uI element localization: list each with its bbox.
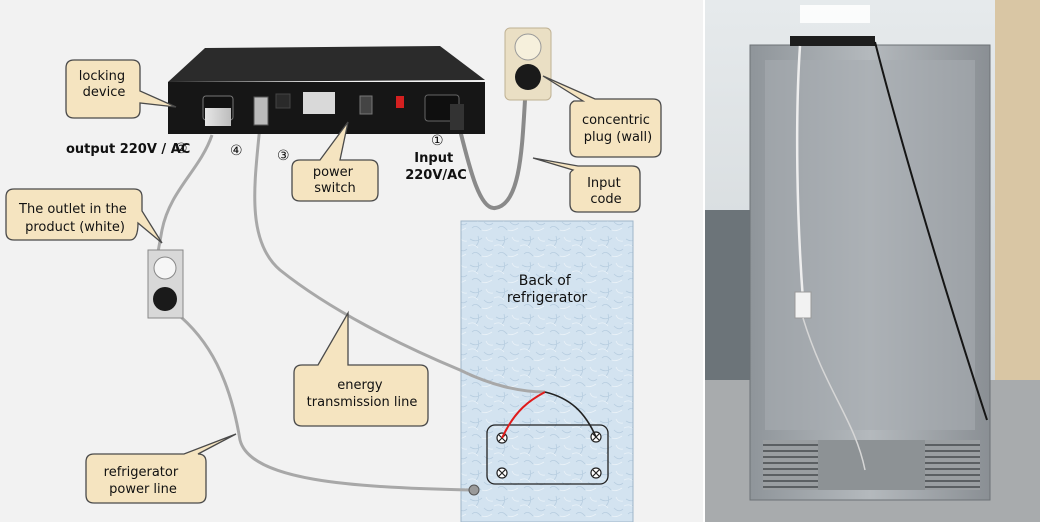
power-switch-knob [359, 95, 373, 115]
ceiling-light [800, 5, 870, 23]
svg-text:Input code: Input code [587, 176, 625, 207]
input-code-line2: code [590, 192, 621, 207]
input-plug [450, 104, 464, 130]
fridge-base [818, 440, 925, 490]
connector-3-number: ③ [277, 148, 290, 164]
callout-outlet-product: The outlet in the product (white) [5, 188, 163, 244]
concentric-plug-line2: plug (wall) [584, 130, 652, 145]
locking-device-line2: device [83, 85, 126, 100]
input-label: Input 220V/AC [405, 151, 467, 183]
photo-product-outlet [794, 291, 812, 319]
wall-socket-face [514, 33, 542, 61]
connector-4 [253, 96, 269, 126]
fridge-grille-left [763, 440, 818, 490]
output-number: ② [175, 141, 188, 157]
input-number: ① [431, 133, 444, 149]
input-code-line1: Input [587, 176, 621, 191]
refrigerator-back-panel [460, 220, 634, 522]
output-label: output 220V / AC [66, 142, 190, 157]
svg-text:concentric plug (wall): concentric plug (wall) [582, 113, 654, 145]
refrigerator-back-line1: Back of [519, 273, 572, 289]
refrigerator-back-label: Back of refrigerator [507, 273, 588, 306]
partition-left [705, 210, 750, 390]
callout-locking-device: locking device [65, 59, 177, 119]
refrigerator-power-cable [174, 310, 473, 492]
outlet-product-line1: The outlet in the [18, 202, 127, 217]
input-line1: Input [414, 151, 453, 166]
svg-text:power switch: power switch [313, 165, 357, 196]
callout-input-code: Input code [532, 157, 641, 213]
input-line2: 220V/AC [405, 168, 467, 183]
wall-socket [504, 27, 552, 101]
product-outlet-face [153, 256, 177, 280]
refrigerator-back-line2: refrigerator [507, 290, 588, 306]
locking-device-line1: locking [79, 69, 125, 84]
fridge-grille-right [925, 440, 980, 490]
red-indicator [396, 96, 404, 108]
callout-fridge-power-line: refrigerator power line [85, 433, 237, 504]
photo-cable-white [795, 45, 805, 301]
callout-energy-line: energy transmission line [293, 310, 429, 427]
svg-text:locking device: locking device [79, 69, 130, 100]
wiring-diagram: Back of refrigerator [0, 0, 703, 522]
svg-text:energy transmission li: energy transmission line [307, 378, 418, 410]
product-outlet [147, 249, 184, 319]
power-device [168, 46, 485, 134]
svg-text:refrigerator power lin: refrigerator power line [104, 465, 183, 497]
black-wire [544, 391, 597, 438]
warning-label [303, 92, 335, 114]
fridge-top-device [790, 36, 875, 46]
fuse-slot [275, 93, 291, 109]
power-switch-line2: switch [314, 181, 356, 196]
fridge-power-line-line1: refrigerator [104, 465, 179, 480]
power-switch-line1: power [313, 165, 354, 180]
callout-concentric-plug: concentric plug (wall) [542, 75, 662, 158]
refrigerator-photo [705, 0, 1040, 522]
energy-line-line1: energy [337, 378, 383, 393]
device-top [168, 46, 485, 82]
outlet-product-line2: product (white) [25, 220, 125, 235]
energy-line-line2: transmission line [307, 395, 418, 410]
input-cable [458, 99, 527, 210]
connector-4-number: ④ [230, 143, 243, 159]
fridge-power-line-line2: power line [109, 482, 177, 497]
concentric-plug-line1: concentric [582, 113, 650, 128]
photo-cable-black [874, 41, 988, 421]
product-outlet-plug [153, 287, 177, 311]
callout-power-switch: power switch [291, 121, 379, 202]
svg-text:The outlet in the prod: The outlet in the product (white) [18, 202, 131, 235]
output-cable [156, 134, 214, 253]
output-plug [205, 108, 231, 126]
wall-plug [515, 64, 541, 90]
photo-cable-gray [802, 317, 866, 471]
red-wire [501, 391, 546, 439]
terminal-block [486, 424, 609, 485]
power-line-entry [468, 484, 480, 496]
